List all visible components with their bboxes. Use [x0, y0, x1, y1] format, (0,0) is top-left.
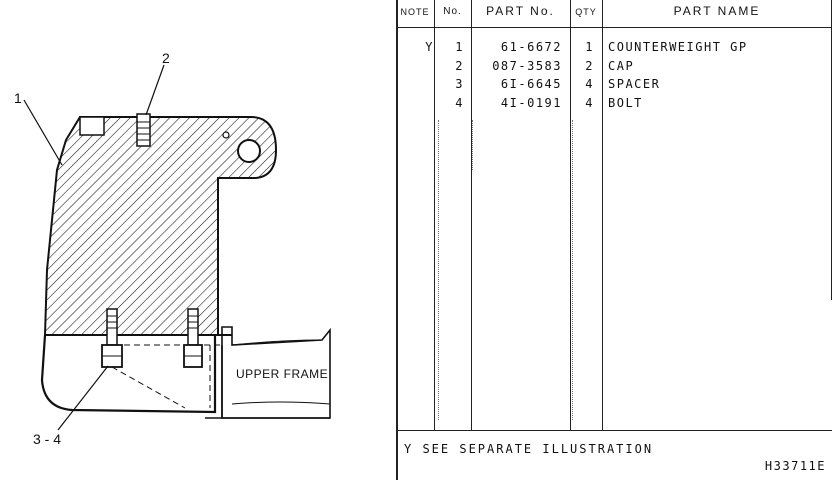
counterweight-notch [79, 116, 105, 136]
row-part-no: 6I-6645 [500, 77, 562, 91]
parts-table: NOTE No. PART No. QTY PART NAME Y 1 61-6… [396, 0, 832, 480]
callout-3-4: 3 - 4 [33, 431, 61, 447]
row-part-no: 087-3583 [492, 59, 562, 73]
header-qty: QTY [575, 7, 597, 17]
upper-frame-label: UPPER FRAME [236, 367, 328, 381]
row-no: 2 [455, 59, 464, 73]
lifting-eye [237, 139, 261, 163]
hidden-lines [104, 344, 222, 409]
row-part-name: SPACER [608, 77, 661, 91]
cap-part [136, 113, 151, 147]
row-part-name: BOLT [608, 96, 643, 110]
callout-2: 2 [162, 50, 170, 66]
row-no: 1 [455, 40, 464, 54]
bolt-right [187, 308, 199, 346]
header-part-name: PART NAME [673, 4, 761, 18]
row-qty: 1 [585, 40, 594, 54]
leader-line-1 [23, 99, 63, 166]
callout-1: 1 [14, 90, 22, 106]
column-guide [438, 120, 439, 420]
leader-line-3-4 [57, 365, 109, 431]
leader-line-2 [145, 64, 165, 116]
column-guide [572, 120, 573, 420]
row-part-name: CAP [608, 59, 635, 73]
row-no: 4 [455, 96, 464, 110]
illustration-code: H33711E [764, 459, 826, 473]
row-part-name: COUNTERWEIGHT GP [608, 40, 748, 54]
counterweight-illustration: 1 2 3 - 4 UPPER FRAME [14, 50, 331, 447]
column-guide [472, 120, 473, 170]
row-qty: 4 [585, 96, 594, 110]
footnote: Y SEE SEPARATE ILLUSTRATION [404, 442, 654, 456]
header-part-no: PART No. [486, 4, 555, 18]
row-part-no: 61-6672 [500, 40, 562, 54]
counterweight-lower [40, 334, 217, 414]
bolt-left [106, 308, 118, 346]
row-qty: 2 [585, 59, 594, 73]
row-note: Y [425, 40, 434, 54]
header-note: NOTE [400, 7, 430, 17]
row-no: 3 [455, 77, 464, 91]
row-part-no: 4I-0191 [500, 96, 562, 110]
row-qty: 4 [585, 77, 594, 91]
small-hole [222, 131, 230, 139]
header-no: No. [443, 6, 462, 17]
